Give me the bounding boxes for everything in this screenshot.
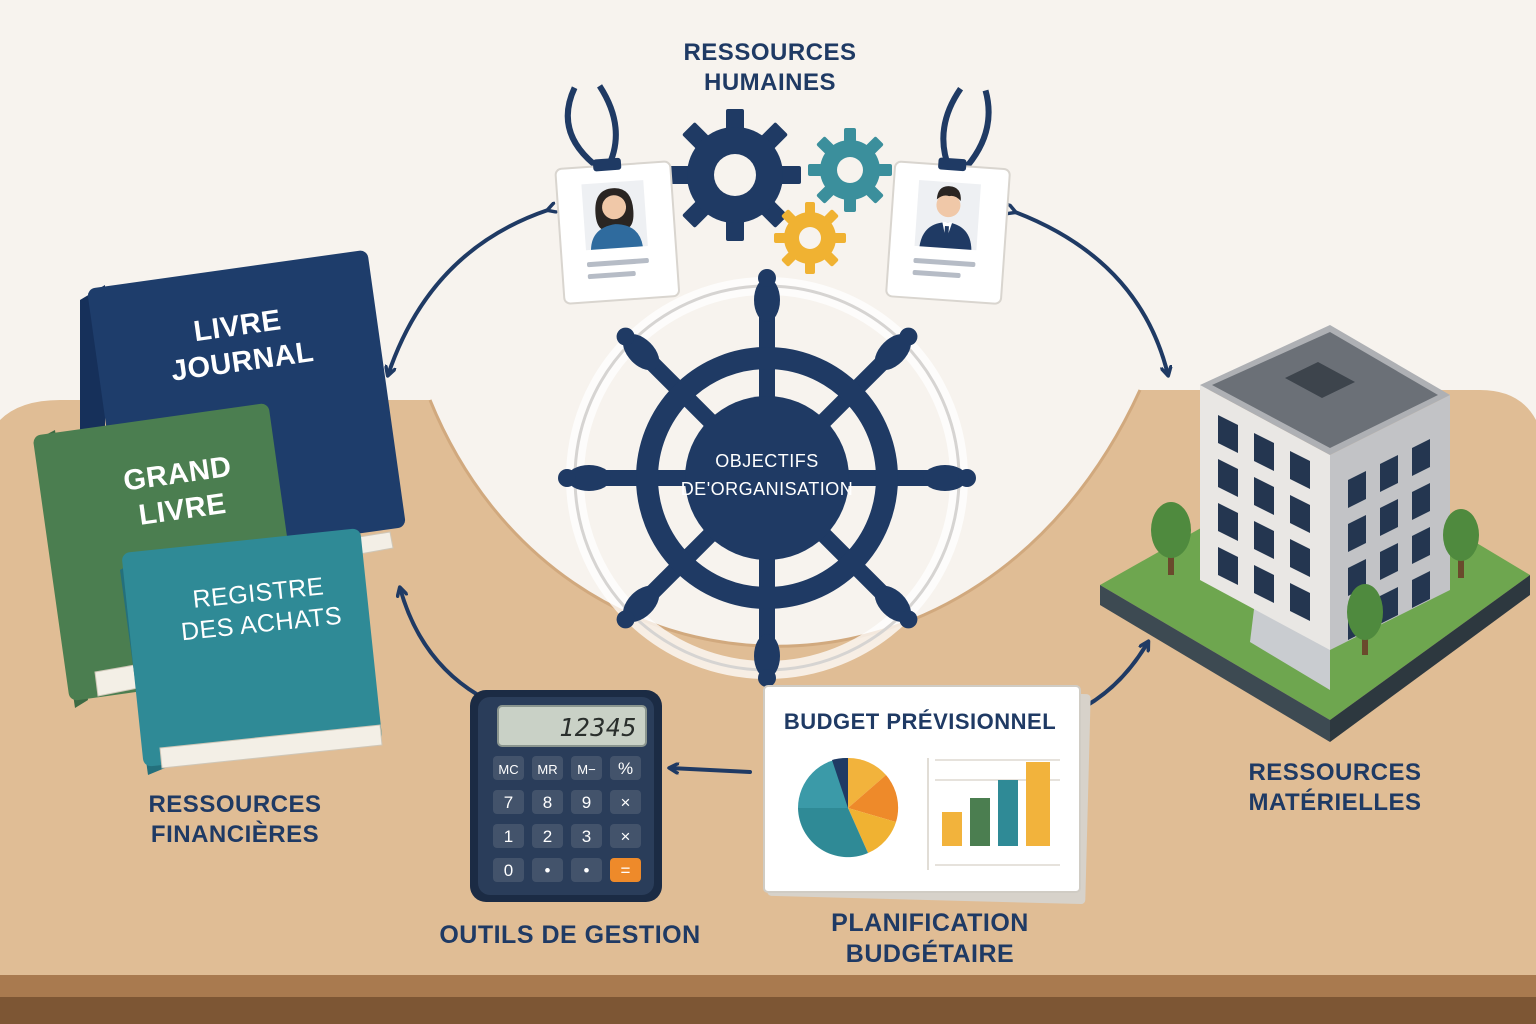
calculator-key <box>493 824 524 848</box>
budget-document <box>763 685 1091 905</box>
building-window <box>1380 543 1398 580</box>
calculator-key-label: • <box>545 861 551 880</box>
book-registre-achats <box>120 528 383 775</box>
office-building-icon <box>1100 325 1530 742</box>
building-window <box>1290 539 1310 577</box>
building-window <box>1380 587 1398 624</box>
building-window <box>1254 565 1274 603</box>
label-ressources-financieres: RESSOURCES FINANCIÈRES <box>148 791 322 848</box>
calculator-key-label: 3 <box>582 827 591 846</box>
building-window <box>1218 415 1238 453</box>
calculator-key-label: M− <box>577 762 595 777</box>
center-objectives-label: OBJECTIFS DE'ORGANISATION <box>680 451 854 499</box>
calculator-key-label: MR <box>537 762 557 777</box>
arrow-hr-material <box>1015 212 1168 375</box>
calculator-key-label: × <box>621 793 631 812</box>
label-ressources-humaines: RESSOURCES HUMAINES <box>683 39 857 96</box>
calculator-key <box>532 756 563 780</box>
calculator-key <box>532 790 563 814</box>
flow-arrows <box>388 210 1168 772</box>
label-outils-de-gestion: OUTILS DE GESTION <box>439 921 701 949</box>
calculator-key-label: % <box>618 759 633 778</box>
building-window <box>1290 583 1310 621</box>
calculator-key-label: • <box>584 861 590 880</box>
pie-chart-icon <box>798 757 899 858</box>
arrow-hr-finance <box>388 210 548 375</box>
calculator-key <box>571 824 602 848</box>
id-badge-man <box>885 87 1011 305</box>
id-badge-woman <box>554 84 680 305</box>
calculator-display: 12345 <box>559 713 637 742</box>
building-window <box>1380 455 1398 492</box>
calculator-icon: MC MR M−% 7 8 9 × 1 2 3 × 0 • • = <box>470 690 662 902</box>
calculator-key <box>610 824 641 848</box>
calculator-key <box>493 858 524 882</box>
building-window <box>1412 527 1430 564</box>
building-window <box>1254 433 1274 471</box>
building-window <box>1290 451 1310 489</box>
books-stack <box>33 250 406 775</box>
gears-icon <box>669 109 892 274</box>
calculator-key-label: 1 <box>504 827 513 846</box>
calculator-key <box>571 790 602 814</box>
calculator-key <box>532 824 563 848</box>
calculator-key-label: 9 <box>582 793 591 812</box>
calculator-key-label: 2 <box>543 827 552 846</box>
label-ressources-materielles: RESSOURCES MATÉRIELLES <box>1248 759 1422 816</box>
calculator-key-label: 7 <box>504 793 513 812</box>
building-window <box>1290 495 1310 533</box>
calculator-key <box>571 858 602 882</box>
building-window <box>1254 521 1274 559</box>
calculator-key <box>610 858 641 882</box>
building-window <box>1412 483 1430 520</box>
building-window <box>1412 571 1430 608</box>
calculator-key-label: MC <box>498 762 518 777</box>
building-window <box>1254 477 1274 515</box>
bar-chart-icon <box>942 762 1050 846</box>
calculator-key <box>493 756 524 780</box>
budget-document-title: BUDGET PRÉVISIONNEL <box>783 709 1057 734</box>
building-window <box>1348 471 1366 508</box>
arrow-budget-calculator <box>670 768 752 772</box>
calculator-key <box>571 756 602 780</box>
building-window <box>1218 459 1238 497</box>
calculator-key <box>610 790 641 814</box>
ship-wheel-icon <box>558 269 976 687</box>
calculator-key-label: × <box>621 827 631 846</box>
calculator-key-label: 8 <box>543 793 552 812</box>
building-window <box>1412 439 1430 476</box>
calculator-key <box>532 858 563 882</box>
building-window <box>1218 503 1238 541</box>
building-window <box>1348 515 1366 552</box>
calculator-key <box>610 756 641 780</box>
calculator-key <box>493 790 524 814</box>
building-window <box>1380 499 1398 536</box>
arrow-calculator-finance <box>400 588 480 697</box>
calculator-key-label: = <box>621 861 631 880</box>
tree-icon <box>1151 502 1479 655</box>
label-planification-budgetaire: PLANIFICATION BUDGÉTAIRE <box>831 909 1029 969</box>
building-window <box>1218 547 1238 585</box>
calculator-key-label: 0 <box>504 861 513 880</box>
